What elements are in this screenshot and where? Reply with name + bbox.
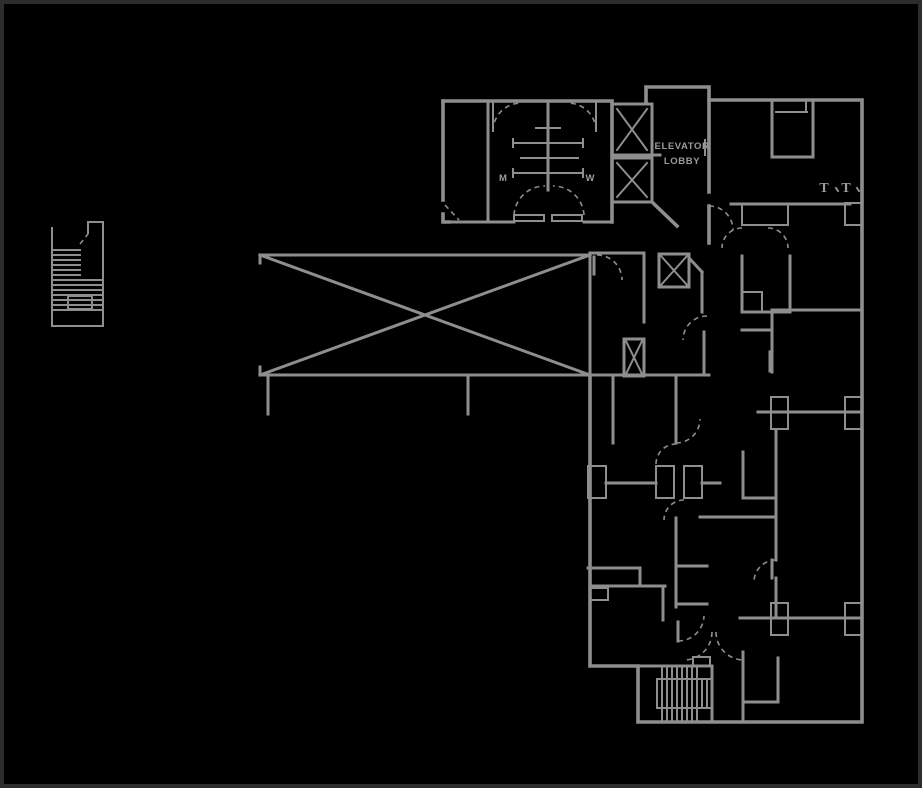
elevator-shaft-bottom-x — [615, 161, 649, 199]
core-door-swing-2 — [682, 315, 708, 341]
right-wing-outer — [588, 98, 864, 724]
cross-brace-x — [258, 253, 592, 377]
elevator-shaft-bottom — [610, 156, 654, 204]
lobby-door-swing — [708, 205, 734, 231]
elevator-lobby-label-1: ELEVATOR — [655, 141, 710, 152]
stair-treads — [52, 249, 104, 311]
womens-door-swing — [567, 102, 597, 132]
womens-room-label: W — [586, 173, 595, 184]
fixture-t-2: T — [841, 181, 851, 196]
lobby-chamfer-wall — [649, 199, 680, 229]
corridor-double-door-swings — [683, 631, 745, 661]
vestibule-swing-left — [513, 185, 546, 216]
restroom-block: M W — [441, 99, 614, 224]
mens-door-swing — [492, 102, 522, 132]
elevator-shafts — [610, 102, 662, 204]
bottom-stair — [636, 656, 714, 724]
restroom-entry-swing — [444, 204, 460, 221]
bottom-stair-treads — [661, 665, 708, 723]
shaft-box-1 — [657, 252, 691, 289]
core-door-swing-1 — [596, 254, 623, 281]
stair-entry-wall — [87, 221, 104, 248]
vestibule-leaf-left — [513, 214, 545, 222]
open-to-below-area — [258, 253, 711, 416]
elevator-shaft-top-x — [615, 107, 649, 152]
column-stubs — [266, 373, 470, 416]
stair-door-swing — [79, 233, 89, 245]
column-4 — [844, 602, 863, 636]
mens-room-label: M — [499, 173, 507, 184]
vestibule-leaf-right — [551, 214, 583, 222]
left-stair — [51, 221, 104, 327]
elevator-lobby: ELEVATOR LOBBY — [644, 85, 734, 245]
vestibule-swing-right — [552, 185, 585, 216]
service-core — [588, 251, 708, 378]
shaft-box-2 — [622, 337, 646, 378]
restroom-outer-walls — [441, 99, 614, 224]
fixture-t-1: T — [819, 181, 829, 196]
stair-landing — [67, 295, 93, 310]
door-column-a — [655, 465, 675, 499]
elevator-lobby-label-2: LOBBY — [664, 156, 700, 167]
column-3 — [770, 602, 789, 636]
bottom-stair-landing — [656, 678, 713, 709]
right-wing-interior: T T — [586, 100, 864, 724]
column-1 — [770, 396, 789, 430]
toilet-stalls — [512, 127, 584, 178]
lobby-walls — [644, 85, 711, 245]
closet-room — [740, 254, 792, 314]
door-column-b — [683, 465, 703, 499]
top-right-closet — [770, 100, 815, 159]
elevator-shaft-top — [610, 102, 654, 157]
column-2 — [844, 396, 863, 430]
